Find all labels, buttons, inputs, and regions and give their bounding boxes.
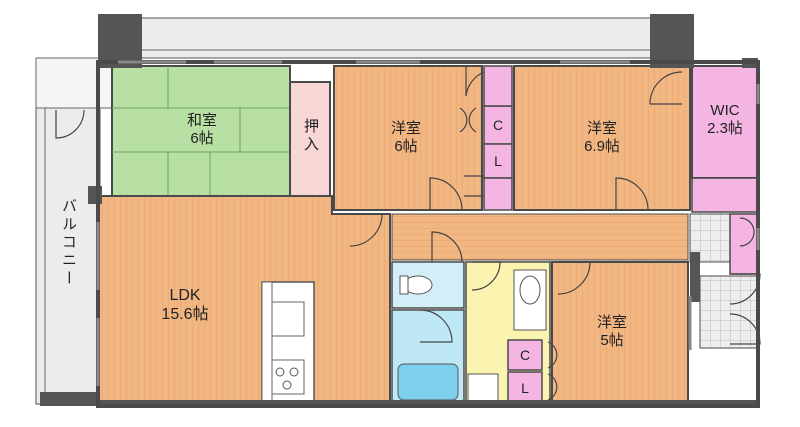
cooktop: [269, 359, 305, 395]
wic-label: WIC 2.3帖: [692, 102, 758, 138]
youshitsu-a-name: 洋室: [390, 120, 421, 137]
closet-l1-label: L: [494, 153, 502, 169]
youshitsu-a-size: 6帖: [394, 138, 418, 155]
windows: [96, 60, 760, 386]
youshitsu-b-name: 洋室: [586, 120, 617, 137]
kitchen-sink: [269, 301, 305, 337]
wic-name: WIC: [710, 102, 740, 119]
balcony-top: [139, 17, 661, 59]
entrance-porch: [699, 275, 759, 349]
youshitsu-c-label: 洋室 5帖: [572, 314, 652, 350]
closet-l1: [483, 143, 513, 179]
washitsu-room: [111, 65, 291, 197]
youshitsu-a-room: [333, 65, 483, 211]
ldk-label: LDK 15.6帖: [140, 286, 230, 324]
ldk-size: 15.6帖: [161, 306, 209, 323]
bathtub: [397, 363, 459, 401]
wic-size: 2.3帖: [707, 120, 743, 137]
closet-c2-label: C: [519, 347, 531, 363]
youshitsu-a-label: 洋室 6帖: [366, 120, 446, 156]
washing-machine: [467, 373, 499, 403]
youshitsu-c-name: 洋室: [596, 314, 627, 331]
youshitsu-b-size: 6.9帖: [584, 138, 620, 155]
closet-c2: [507, 339, 543, 371]
washitsu-label: 和室 6帖: [162, 112, 242, 148]
washitsu-size: 6帖: [190, 130, 214, 147]
washitsu-name: 和室: [186, 112, 217, 129]
closet-c1-label: C: [492, 117, 504, 133]
shoe-closet: [729, 213, 759, 275]
ldk-name: LDK: [169, 287, 201, 304]
youshitsu-c-size: 5帖: [600, 332, 624, 349]
youshitsu-c-room: [551, 261, 689, 405]
oshiire-label: 押入: [302, 118, 319, 154]
youshitsu-b-label: 洋室 6.9帖: [562, 120, 642, 156]
hallway: [391, 213, 689, 261]
youshitsu-b-room: [513, 65, 691, 211]
closet-l2-label: L: [521, 380, 529, 396]
oshiire-closet: [289, 81, 331, 197]
balcony-label: バルコニー: [60, 198, 77, 288]
